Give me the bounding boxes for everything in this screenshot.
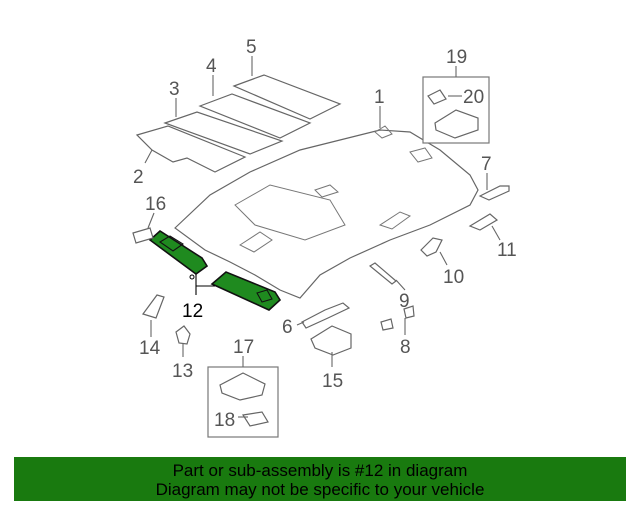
callout-11[interactable]: 11 [497,240,517,261]
callout-5[interactable]: 5 [246,37,257,58]
callout-8[interactable]: 8 [400,337,411,358]
callout-3[interactable]: 3 [169,79,180,100]
callout-19[interactable]: 19 [446,47,467,68]
panel-5[interactable] [232,74,342,120]
bracket-10[interactable] [420,237,443,257]
callout-14[interactable]: 14 [139,338,161,359]
parts-diagram: 1 2 3 4 5 6 7 8 9 10 11 12 13 14 15 16 1… [132,37,517,438]
headliner[interactable] [174,125,479,299]
callout-4[interactable]: 4 [206,56,217,77]
callout-2[interactable]: 2 [133,167,144,188]
sun-visor-right[interactable] [210,271,282,311]
box-17[interactable] [207,366,279,438]
bracket-11[interactable] [468,213,499,231]
callout-18[interactable]: 18 [214,410,235,431]
callout-1[interactable]: 1 [374,87,385,108]
clip-8[interactable] [380,305,415,331]
callout-10[interactable]: 10 [443,267,464,288]
callout-6[interactable]: 6 [282,317,293,338]
banner-line-1: Part or sub-assembly is #12 in diagram [172,461,468,480]
callout-13[interactable]: 13 [172,361,193,382]
grab-handle-6[interactable] [301,302,351,329]
callout-numbers: 1 2 3 4 5 6 7 8 9 10 11 12 13 14 15 16 1… [133,37,517,431]
console-15[interactable] [310,325,352,356]
panel-4[interactable] [198,93,312,139]
lamp-13[interactable] [175,325,191,345]
callout-16[interactable]: 16 [145,194,166,215]
visor-leaders [189,274,215,295]
lamp-14[interactable] [142,294,165,319]
grab-handle-7[interactable] [478,185,510,201]
sun-visor-left[interactable] [148,229,209,275]
callout-20[interactable]: 20 [463,87,484,108]
callout-15[interactable]: 15 [322,371,343,392]
banner-line-2: Diagram may not be specific to your vehi… [155,480,485,499]
box-19[interactable] [422,76,490,144]
callout-12[interactable]: 12 [182,301,203,322]
leader-lines [144,56,501,418]
info-banner: Part or sub-assembly is #12 in diagram D… [14,457,626,501]
panel-3[interactable] [163,111,284,155]
grab-handle-16[interactable] [132,227,154,244]
panel-2[interactable] [135,125,247,173]
callout-17[interactable]: 17 [233,337,254,358]
trim-9[interactable] [368,262,397,285]
callout-7[interactable]: 7 [481,154,492,175]
callout-9[interactable]: 9 [399,291,410,312]
